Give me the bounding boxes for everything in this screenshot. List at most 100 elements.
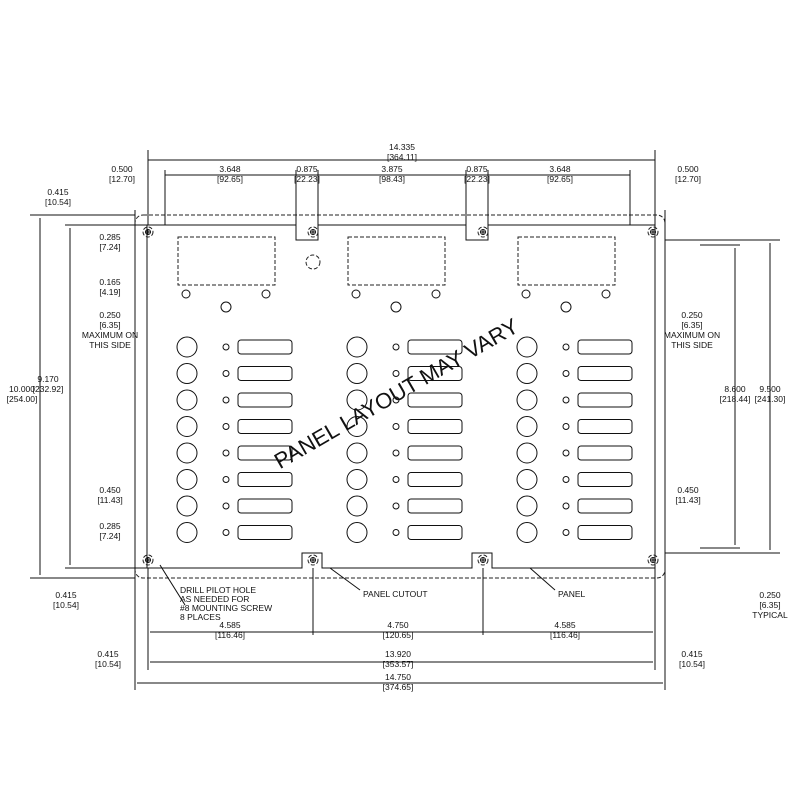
svg-text:0.415: 0.415: [681, 649, 703, 659]
breaker-hole: [346, 336, 368, 358]
mounting-holes: [142, 226, 659, 566]
indicator-hole: [560, 301, 572, 313]
svg-text:PANEL CUTOUT: PANEL CUTOUT: [363, 589, 428, 599]
svg-text:[98.43]: [98.43]: [379, 174, 405, 184]
svg-text:0.450: 0.450: [99, 485, 121, 495]
breaker-hole: [176, 442, 198, 464]
indicator-hole: [261, 289, 271, 299]
svg-text:0.415: 0.415: [55, 590, 77, 600]
svg-text:0.250: 0.250: [681, 310, 703, 320]
svg-text:[241.30]: [241.30]: [755, 394, 786, 404]
svg-text:DRILL PILOT HOLE: DRILL PILOT HOLE: [180, 585, 256, 595]
svg-text:[120.65]: [120.65]: [383, 630, 414, 640]
svg-text:4.750: 4.750: [387, 620, 409, 630]
led-hole: [222, 423, 230, 430]
callouts: DRILL PILOT HOLE AS NEEDED FOR #8 MOUNTI…: [180, 585, 586, 622]
led-hole: [392, 476, 400, 483]
svg-text:13.920: 13.920: [385, 649, 411, 659]
breaker-hole: [176, 416, 198, 437]
svg-text:3.648: 3.648: [219, 164, 241, 174]
svg-text:THIS SIDE: THIS SIDE: [89, 340, 131, 350]
svg-text:0.875: 0.875: [296, 164, 318, 174]
led-hole: [222, 449, 230, 457]
svg-text:[6.35]: [6.35]: [99, 320, 120, 330]
svg-text:[7.24]: [7.24]: [99, 531, 120, 541]
svg-text:[116.46]: [116.46]: [550, 630, 580, 640]
label-cutout: [407, 498, 463, 514]
left-dimensions: 10.000[254.00] 9.170[232.92] 0.285[7.24]…: [7, 232, 138, 610]
mounting-hole-icon: [647, 226, 659, 238]
svg-text:TYPICAL: TYPICAL: [752, 610, 788, 620]
mounting-hole-icon: [647, 554, 659, 566]
breaker-hole: [516, 495, 538, 517]
svg-text:[92.65]: [92.65]: [547, 174, 573, 184]
label-cutout: [577, 498, 633, 514]
breaker-hole: [176, 336, 198, 358]
breaker-hole: [346, 363, 368, 384]
breaker-hole: [516, 469, 538, 490]
svg-text:[116.46]: [116.46]: [215, 630, 245, 640]
breaker-hole: [346, 389, 368, 411]
svg-text:4.585: 4.585: [554, 620, 576, 630]
svg-text:[364.11]: [364.11]: [387, 152, 417, 162]
mounting-hole-icon: [142, 226, 154, 238]
label-cutout: [577, 339, 633, 355]
breaker-hole: [346, 495, 368, 517]
panel-components: [176, 236, 633, 543]
svg-text:[6.35]: [6.35]: [759, 600, 780, 610]
breaker-hole: [346, 522, 368, 543]
breaker-hole: [516, 336, 538, 358]
led-hole: [392, 396, 400, 404]
led-hole: [562, 396, 570, 404]
label-cutout: [577, 472, 633, 487]
breaker-hole: [516, 416, 538, 437]
led-hole: [562, 370, 570, 377]
breaker-hole: [176, 522, 198, 543]
label-cutout: [237, 525, 293, 540]
svg-text:0.250: 0.250: [759, 590, 781, 600]
led-hole: [562, 502, 570, 510]
svg-text:4.585: 4.585: [219, 620, 241, 630]
label-cutout: [237, 419, 293, 434]
breaker-hole: [346, 469, 368, 490]
mounting-hole-icon: [477, 554, 489, 566]
label-cutout: [577, 525, 633, 540]
svg-text:3.875: 3.875: [381, 164, 403, 174]
label-cutout: [237, 498, 293, 514]
svg-text:[6.35]: [6.35]: [681, 320, 702, 330]
led-hole: [562, 529, 570, 536]
svg-text:[10.54]: [10.54]: [95, 659, 121, 669]
mounting-hole-cross: [310, 557, 316, 563]
label-cutout: [407, 339, 463, 355]
led-hole: [222, 370, 230, 377]
mounting-hole-cross: [310, 229, 316, 235]
led-hole: [392, 370, 400, 377]
mounting-hole-cross: [480, 229, 486, 235]
label-cutout: [237, 472, 293, 487]
svg-text:[22.23]: [22.23]: [294, 174, 320, 184]
led-hole: [392, 449, 400, 457]
breaker-hole: [516, 442, 538, 464]
led-hole: [222, 396, 230, 404]
breaker-hole: [176, 389, 198, 411]
svg-text:3.648: 3.648: [549, 164, 571, 174]
svg-text:[92.65]: [92.65]: [217, 174, 243, 184]
svg-text:MAXIMUM ON: MAXIMUM ON: [664, 330, 720, 340]
svg-text:[254.00]: [254.00]: [7, 394, 38, 404]
svg-text:THIS SIDE: THIS SIDE: [671, 340, 713, 350]
svg-text:[353.57]: [353.57]: [383, 659, 414, 669]
meter-cutout: [177, 236, 276, 286]
label-cutout: [407, 419, 463, 434]
breaker-hole: [346, 442, 368, 464]
breaker-hole: [346, 416, 368, 437]
svg-text:[7.24]: [7.24]: [99, 242, 120, 252]
svg-text:[10.54]: [10.54]: [53, 600, 79, 610]
led-hole: [222, 529, 230, 536]
svg-text:0.500: 0.500: [111, 164, 133, 174]
label-cutout: [577, 419, 633, 434]
svg-text:0.415: 0.415: [47, 187, 69, 197]
label-cutout: [577, 366, 633, 381]
svg-text:0.285: 0.285: [99, 232, 121, 242]
label-cutout: [407, 392, 463, 408]
svg-text:MAXIMUM ON: MAXIMUM ON: [82, 330, 138, 340]
